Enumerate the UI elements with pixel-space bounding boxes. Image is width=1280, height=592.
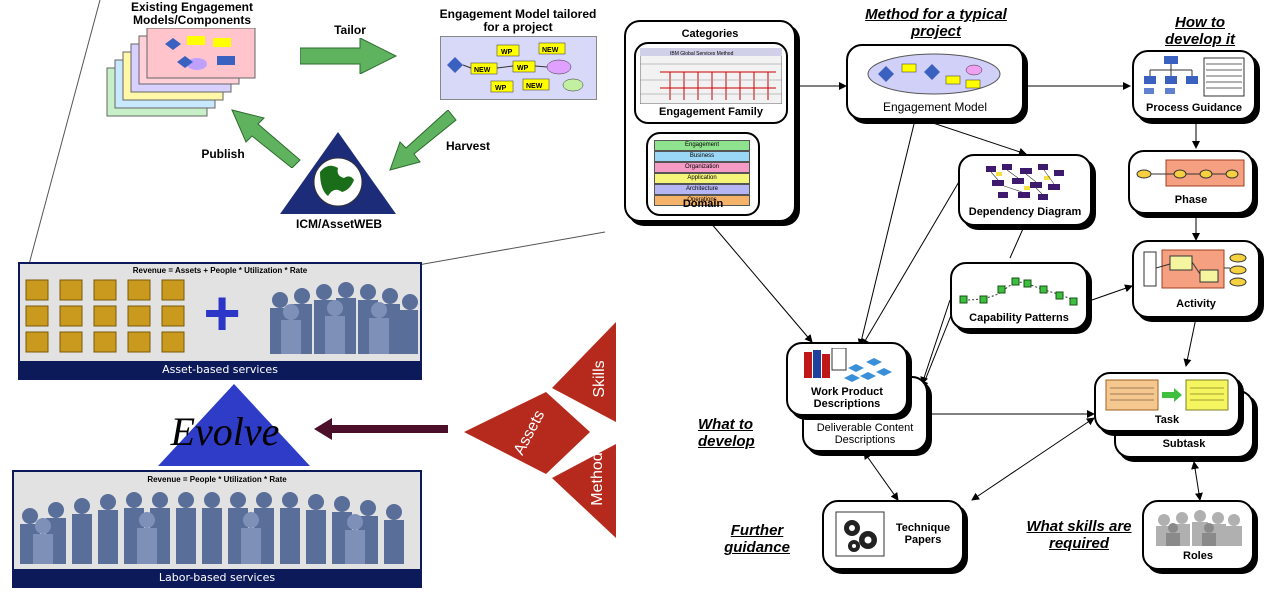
capability-patterns-box: Capability Patterns (950, 262, 1088, 330)
what-skills-heading: What skills are required (1026, 518, 1132, 553)
phase-label: Phase (1174, 194, 1208, 206)
asset-services-panel: Revenue = Assets + People * Utilization … (18, 262, 422, 380)
harvest-arrow (389, 110, 457, 171)
chip-wp-3: WP (495, 85, 507, 92)
chip-wp-1: WP (501, 49, 513, 56)
publish-arrow (231, 109, 301, 168)
task-box: Task (1094, 372, 1240, 432)
domain-layer-organization: Organization (654, 162, 750, 173)
domain-layers: Engagement Business Organization Applica… (654, 140, 750, 206)
activity-label: Activity (1176, 298, 1216, 310)
connector-lines (27, 0, 606, 269)
work-product-box: Work Product Descriptions (786, 342, 908, 416)
engagement-family-graphic: IBM Global Services Method (640, 48, 782, 104)
engagement-model-label: Engagement Model (882, 100, 988, 114)
asset-cubes (25, 279, 185, 353)
evolve-label: Evolve (170, 409, 280, 454)
chip-new-3: NEW (526, 83, 543, 90)
engagement-family-box: IBM Global Services Method Engagement Fa… (634, 42, 788, 124)
asset-people-crowd (270, 282, 418, 354)
process-guidance-graphic (1144, 56, 1245, 97)
phase-box: Phase (1128, 150, 1254, 214)
work-product-graphic (804, 348, 892, 382)
activity-graphic (1143, 249, 1247, 289)
dependency-diagram-graphic (986, 164, 1064, 200)
asset-web-label: ICM/AssetWEB (295, 217, 382, 231)
technique-papers-box: Technique Papers (822, 500, 964, 570)
domain-label: Domain (682, 198, 724, 210)
globe-icon (280, 132, 396, 214)
dependency-diagram-box: Dependency Diagram (958, 154, 1092, 226)
domain-layer-business: Business (654, 151, 750, 162)
capability-patterns-graphic (959, 277, 1078, 306)
labor-formula: Revenue = People * Utilization * Rate (147, 475, 287, 484)
tailored-model-graphic: WP NEW NEW WP NEW WP (447, 42, 584, 93)
domain-box: Engagement Business Organization Applica… (646, 132, 760, 216)
engagement-tailored-label: Engagement Model tailored for a project (439, 7, 597, 35)
technique-papers-label: Technique Papers (895, 522, 951, 546)
method-heading: Method for a typical project (865, 6, 1007, 41)
domain-layer-application: Application (654, 173, 750, 184)
plus-sign: + (203, 277, 241, 349)
model-stack-graphic (106, 28, 256, 117)
asset-band: Asset-based services (20, 361, 420, 378)
capability-patterns-label: Capability Patterns (969, 312, 1069, 324)
labor-people-crowd (20, 492, 404, 564)
work-product-label: Work Product Descriptions (811, 386, 883, 410)
chip-new-1: NEW (542, 47, 559, 54)
chip-new-2: NEW (474, 67, 491, 74)
labor-services-panel: Revenue = People * Utilization * Rate L (12, 470, 422, 588)
roles-label: Roles (1183, 550, 1213, 562)
what-develop-heading: What to develop (698, 416, 755, 451)
engagement-model-box: Engagement Model (846, 44, 1024, 120)
engagement-model-graphic (867, 53, 1001, 95)
labor-band: Labor-based services (14, 569, 420, 586)
ibm-method-text: IBM Global Services Method (670, 51, 734, 57)
existing-models-label: Existing Engagement Models/Components (130, 0, 254, 28)
deliverable-content-label: Deliverable Content Descriptions (816, 422, 914, 446)
domain-layer-operations: Operations (654, 195, 750, 206)
skills-assets-methods-triangle (464, 322, 616, 538)
roles-box: Roles (1142, 500, 1254, 570)
process-guidance-label: Process Guidance (1146, 102, 1242, 114)
domain-layer-architecture: Architecture (654, 184, 750, 195)
categories-title: Categories (681, 28, 739, 40)
tailor-label: Tailor (334, 23, 366, 37)
further-heading: Further guidance (724, 522, 790, 557)
phase-graphic (1136, 159, 1245, 187)
dependency-diagram-label: Dependency Diagram (968, 206, 1082, 218)
task-label: Task (1154, 414, 1180, 426)
tailor-arrow (300, 38, 398, 74)
activity-box: Activity (1132, 240, 1260, 318)
subtask-label: Subtask (1162, 438, 1206, 450)
process-guidance-box: Process Guidance (1132, 50, 1256, 120)
roles-people-icon (1156, 510, 1242, 546)
evolve-arrow (314, 418, 448, 440)
gears-icon (835, 511, 885, 557)
task-graphic (1105, 379, 1229, 411)
engagement-family-label: Engagement Family (659, 106, 763, 118)
publish-label: Publish (201, 147, 245, 161)
categories-box: Categories IBM Global Services Method En… (624, 20, 796, 222)
how-heading: How to develop it (1164, 14, 1235, 49)
asset-formula: Revenue = Assets + People * Utilization … (132, 266, 308, 275)
evolve-triangle (158, 384, 310, 466)
domain-layer-engagement: Engagement (654, 140, 750, 151)
tailored-model-panel: WP NEW NEW WP NEW WP (440, 36, 597, 100)
chip-wp-2: WP (517, 65, 529, 72)
diagram-arrows (709, 82, 1203, 501)
harvest-label: Harvest (445, 139, 491, 153)
